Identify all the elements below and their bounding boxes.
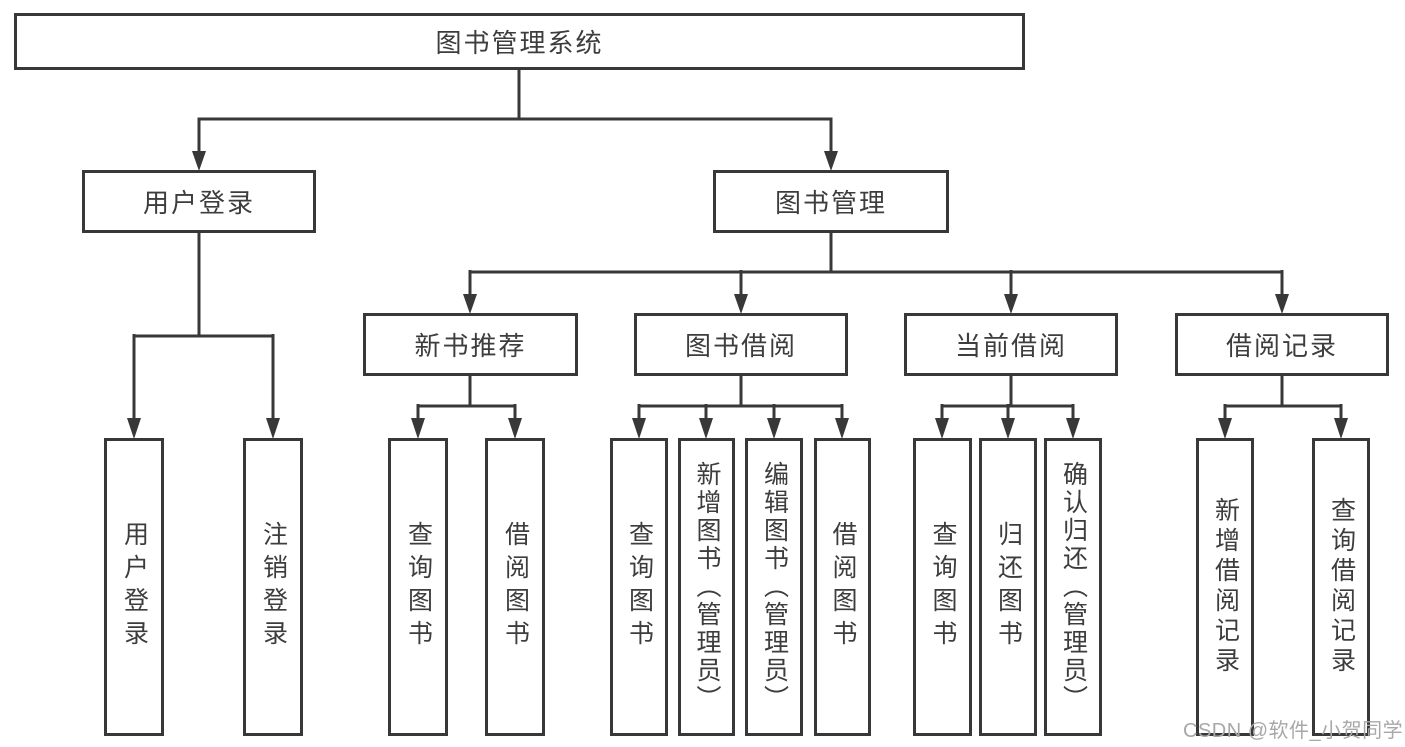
- leaf-return-books-label: 归还图书: [994, 521, 1023, 653]
- edge-userlogin-to-leaves: [132, 231, 275, 419]
- node-library-system: 图书管理系统: [14, 13, 1025, 70]
- edge-bookborrow-to-leaves: [637, 374, 844, 419]
- leaf-edit-books-admin-label: 编辑图书（管理员）: [760, 461, 789, 713]
- leaf-edit-books-admin: 编辑图书（管理员）: [745, 438, 803, 736]
- leaf-current-query-books: 查询图书: [913, 438, 972, 736]
- leaf-return-books: 归还图书: [979, 438, 1037, 736]
- leaf-query-borrow-record: 查询借阅记录: [1312, 438, 1370, 736]
- leaf-add-books-admin: 新增图书（管理员）: [678, 438, 735, 736]
- edge-bookmgmt-to-level3: [468, 231, 1284, 296]
- edge-currentborrow-to-leaves: [940, 374, 1075, 419]
- node-current-borrow: 当前借阅: [904, 313, 1118, 376]
- leaf-borrow-query-books-label: 查询图书: [625, 521, 654, 653]
- leaf-newbook-borrow-books-label: 借阅图书: [501, 521, 530, 653]
- node-new-book-recommend: 新书推荐: [363, 313, 578, 376]
- leaf-current-query-books-label: 查询图书: [929, 521, 957, 653]
- leaf-add-borrow-record-label: 新增借阅记录: [1211, 497, 1240, 677]
- node-borrow-records: 借阅记录: [1175, 313, 1389, 376]
- leaf-newbook-query-books-label: 查询图书: [404, 521, 433, 653]
- edge-records-to-leaves: [1223, 374, 1343, 419]
- leaf-user-login: 用户登录: [104, 438, 164, 736]
- node-book-borrow: 图书借阅: [634, 313, 848, 376]
- leaf-borrow-query-books: 查询图书: [610, 438, 668, 736]
- node-new-book-recommend-label: 新书推荐: [414, 331, 527, 361]
- leaf-add-books-admin-label: 新增图书（管理员）: [693, 461, 721, 713]
- node-library-system-label: 图书管理系统: [435, 28, 604, 58]
- leaf-user-login-label: 用户登录: [120, 521, 149, 653]
- node-user-login-label: 用户登录: [142, 188, 255, 218]
- leaf-confirm-return-admin-label: 确认归还（管理员）: [1059, 461, 1088, 713]
- node-current-borrow-label: 当前借阅: [954, 331, 1067, 361]
- leaf-query-borrow-record-label: 查询借阅记录: [1327, 497, 1356, 677]
- leaf-newbook-borrow-books: 借阅图书: [485, 438, 545, 736]
- leaf-confirm-return-admin: 确认归还（管理员）: [1044, 438, 1102, 736]
- leaf-add-borrow-record: 新增借阅记录: [1196, 438, 1254, 736]
- node-book-management-label: 图书管理: [774, 188, 887, 218]
- csdn-watermark: CSDN @软件_小贺同学: [1183, 720, 1404, 742]
- leaf-borrow-books-label: 借阅图书: [829, 521, 857, 653]
- leaf-logout-label: 注销登录: [259, 521, 288, 653]
- node-user-login: 用户登录: [82, 170, 316, 233]
- arrowheads: [127, 151, 1348, 439]
- node-book-management: 图书管理: [713, 170, 949, 233]
- node-book-borrow-label: 图书借阅: [684, 331, 797, 361]
- edge-root-to-level2: [197, 70, 833, 153]
- leaf-borrow-books: 借阅图书: [814, 438, 871, 736]
- edge-newbook-to-leaves: [416, 374, 517, 419]
- leaf-logout: 注销登录: [243, 438, 303, 736]
- leaf-newbook-query-books: 查询图书: [388, 438, 448, 736]
- node-borrow-records-label: 借阅记录: [1225, 331, 1338, 361]
